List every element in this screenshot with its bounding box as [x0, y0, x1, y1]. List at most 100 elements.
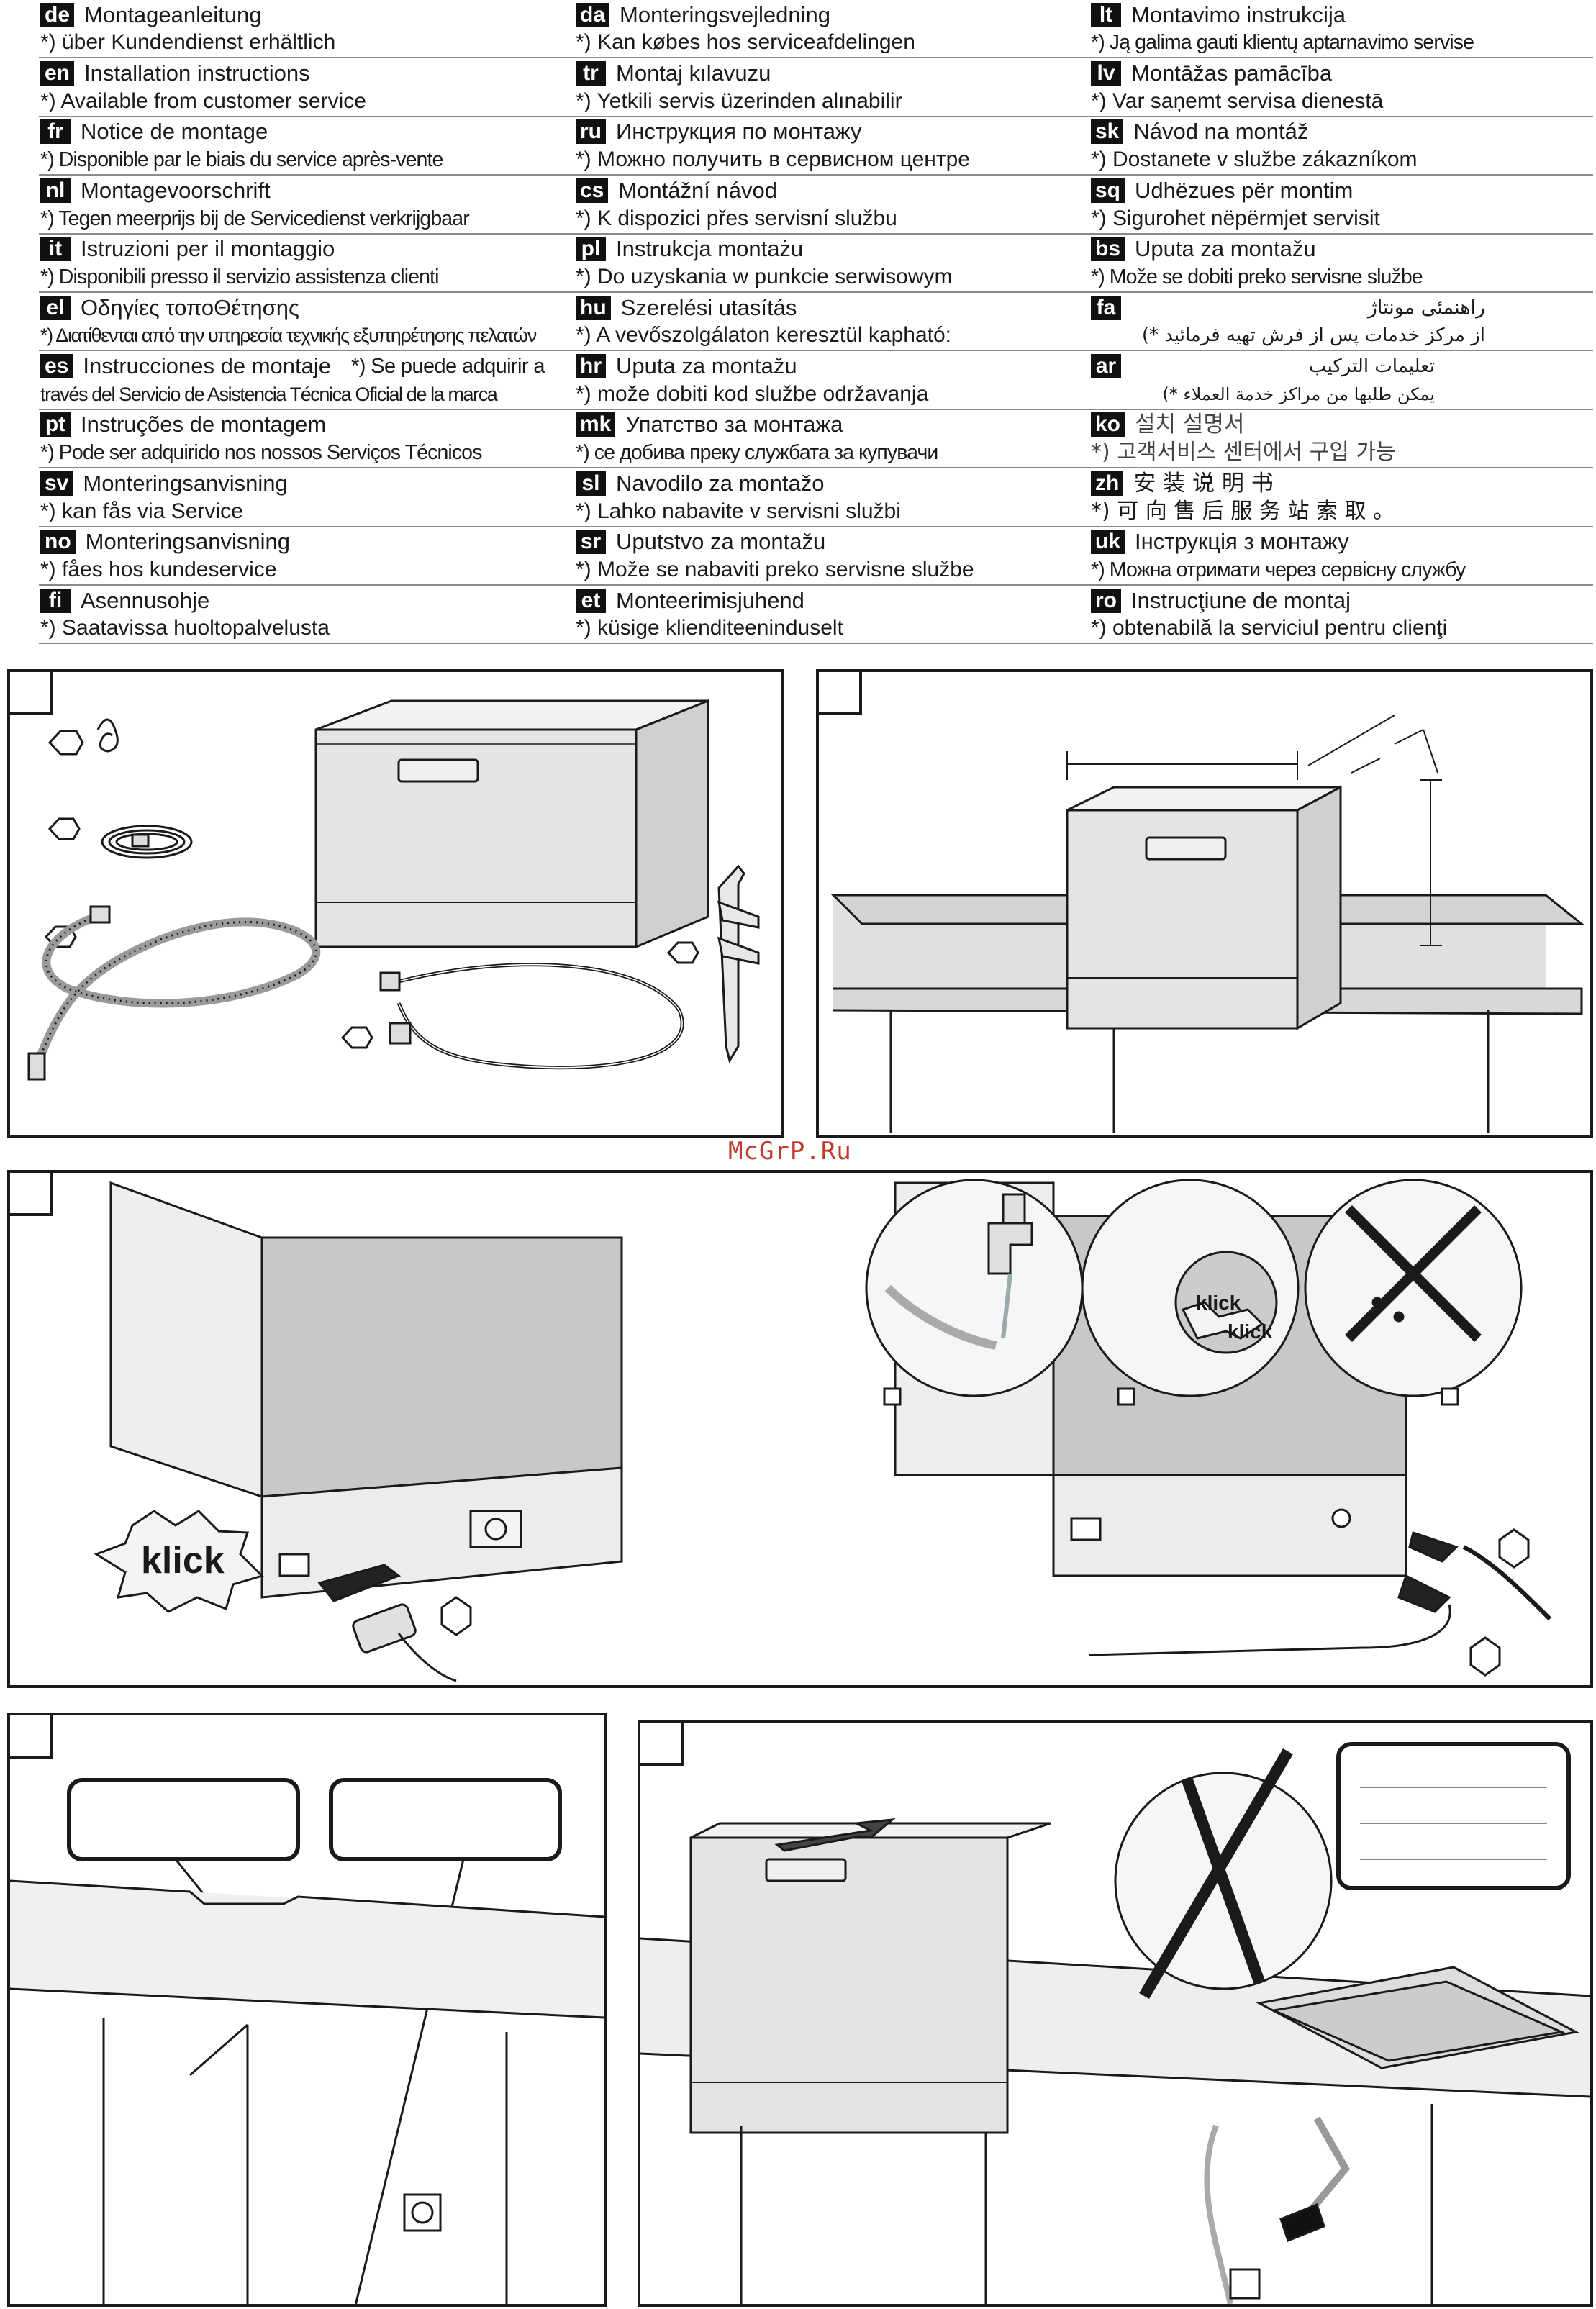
language-note: *) fåes hos kundeservice: [40, 557, 277, 581]
language-note: *) 可 向 售 后 服 务 站 索 取 。: [1091, 498, 1395, 524]
language-code-badge: ro: [1091, 588, 1121, 613]
language-note: *) Var saņemt servisa dienestā: [1091, 89, 1384, 113]
language-title: Notice de montage: [81, 119, 268, 145]
dishwasher-illustration: [1066, 785, 1342, 1030]
language-code-badge: hr: [576, 354, 606, 379]
power-plug-icon: [317, 1564, 472, 1682]
language-code-badge: hu: [576, 295, 611, 320]
language-title: Udhëzues për montim: [1135, 177, 1354, 203]
language-title: Monteringsvejledning: [620, 1, 830, 27]
drain-hose-icon: [27, 905, 321, 1081]
language-note: *) Available from customer service: [40, 89, 366, 113]
language-note: *) Lahko nabavite v servisni službi: [576, 499, 901, 523]
language-code-badge: zh: [1091, 471, 1124, 496]
figure-number-box: [816, 669, 862, 715]
language-note: *) küsige klienditeeninduselt: [576, 616, 843, 640]
language-note: *) се добива преку службата за купувачи: [576, 441, 938, 465]
hose-clamp-icon: [47, 718, 119, 756]
language-note: *) Ją galima gauti klientų aptarnavimo s…: [1091, 31, 1474, 55]
language-note: *) Dostanete v službe zákazníkom: [1091, 148, 1418, 172]
language-title: Instruções de montagem: [81, 412, 327, 437]
language-title: Montagevoorschrift: [81, 177, 271, 203]
language-note: *) Disponible par le biais du service ap…: [40, 148, 443, 172]
language-title: Monteerimisjuhend: [616, 587, 804, 613]
language-code-badge: ru: [576, 119, 606, 145]
language-note: يمكن طلبها من مراكز خدمة العملاء *): [1162, 384, 1435, 404]
language-title: Montāžas pamācība: [1131, 60, 1333, 86]
language-code-badge: nl: [40, 178, 71, 203]
dishwasher-rear-illustration: [109, 1181, 623, 1599]
language-entry-hu: hu Szerelési utasítás *) A vevőszolgálato…: [574, 293, 1089, 352]
arrow-icon: [774, 1818, 896, 1852]
language-note: از مرکز خدمات پس از فرش تهیه فرمائید *): [1141, 325, 1485, 347]
language-code-badge: lt: [1091, 2, 1121, 27]
callout-hexagon: [440, 1596, 472, 1636]
language-entry-de: de Montageanleitung *) über Kundendienst …: [39, 0, 574, 59]
language-title: Instrukcja montażu: [616, 236, 804, 262]
language-note: *) A vevőszolgálaton keresztül kapható:: [576, 323, 951, 348]
figure-4-drawing: [10, 1778, 604, 2304]
figure-5-placement-panel: [638, 1720, 1593, 2307]
language-note: través del Servicio de Asistencia Técnic…: [40, 383, 498, 405]
language-note: *) može dobiti kod službe održavanja: [576, 381, 929, 406]
language-entry-lv: lv Montāžas pamācība *) Var saņemt servis…: [1089, 58, 1593, 117]
language-title: Installation instructions: [84, 60, 310, 86]
language-column-1: de Montageanleitung *) über Kundendienst …: [39, 0, 574, 648]
klick-label-b: klick: [1228, 1320, 1273, 1343]
figure-number-box: [7, 1170, 53, 1216]
no-leak-cross-icon: [1304, 1179, 1523, 1406]
klick-label-left: klick: [141, 1540, 225, 1582]
language-code-badge: mk: [576, 412, 616, 437]
language-title: Instrucciones de montaje: [83, 353, 332, 379]
language-note: *) Disponibili presso il servizio assist…: [40, 265, 439, 289]
note-box: [1336, 1742, 1571, 1890]
language-note: *) über Kundendienst erhältlich: [40, 30, 336, 55]
language-code-badge: sk: [1091, 119, 1124, 145]
language-table: de Montageanleitung *) über Kundendienst …: [39, 0, 1593, 648]
language-code-badge: fa: [1091, 295, 1121, 320]
language-note: *) Можно получить в сервисном центре: [576, 148, 970, 172]
language-code-badge: cs: [576, 178, 609, 203]
language-title: Szerelési utasítás: [620, 294, 797, 320]
language-code-badge: uk: [1091, 530, 1125, 555]
label-box-left: [67, 1778, 300, 1861]
language-title: Instrucţiune de montaj: [1131, 587, 1351, 613]
language-title: Montageanleitung: [84, 1, 262, 27]
language-code-badge: tr: [576, 61, 606, 86]
language-code-badge: lv: [1091, 61, 1121, 86]
language-title: تعليمات التركيب: [1308, 355, 1435, 378]
language-title: 설치 설명서: [1135, 412, 1245, 438]
language-code-badge: it: [40, 237, 71, 262]
klick-label-a: klick: [1196, 1292, 1241, 1314]
language-entry-et: et Monteerimisjuhend *) küsige klienditee…: [574, 586, 1089, 645]
language-code-badge: de: [40, 2, 75, 27]
figure-4-cutout-panel: [7, 1713, 607, 2307]
hose-connection-klick-icon: [1081, 1179, 1300, 1406]
language-title: Montážní návod: [618, 177, 777, 203]
hose-holder-icon: [666, 864, 760, 1063]
language-title: Navodilo za montažo: [616, 470, 825, 496]
language-title: Uputa za montažu: [1135, 236, 1316, 262]
figure-1-parts-panel: [7, 669, 784, 1138]
language-code-badge: et: [576, 588, 606, 613]
language-code-badge: pl: [576, 237, 606, 262]
language-code-badge: no: [40, 530, 76, 555]
language-note: *) Yetkili servis üzerinden alınabilir: [576, 89, 902, 113]
inlet-hose-icon: [340, 963, 684, 1070]
figure-1-drawing: [27, 699, 760, 1081]
language-title: راهنمئی مونتاژ: [1367, 296, 1485, 319]
language-note: *) obtenabilă la serviciul pentru clienţ…: [1091, 616, 1448, 640]
